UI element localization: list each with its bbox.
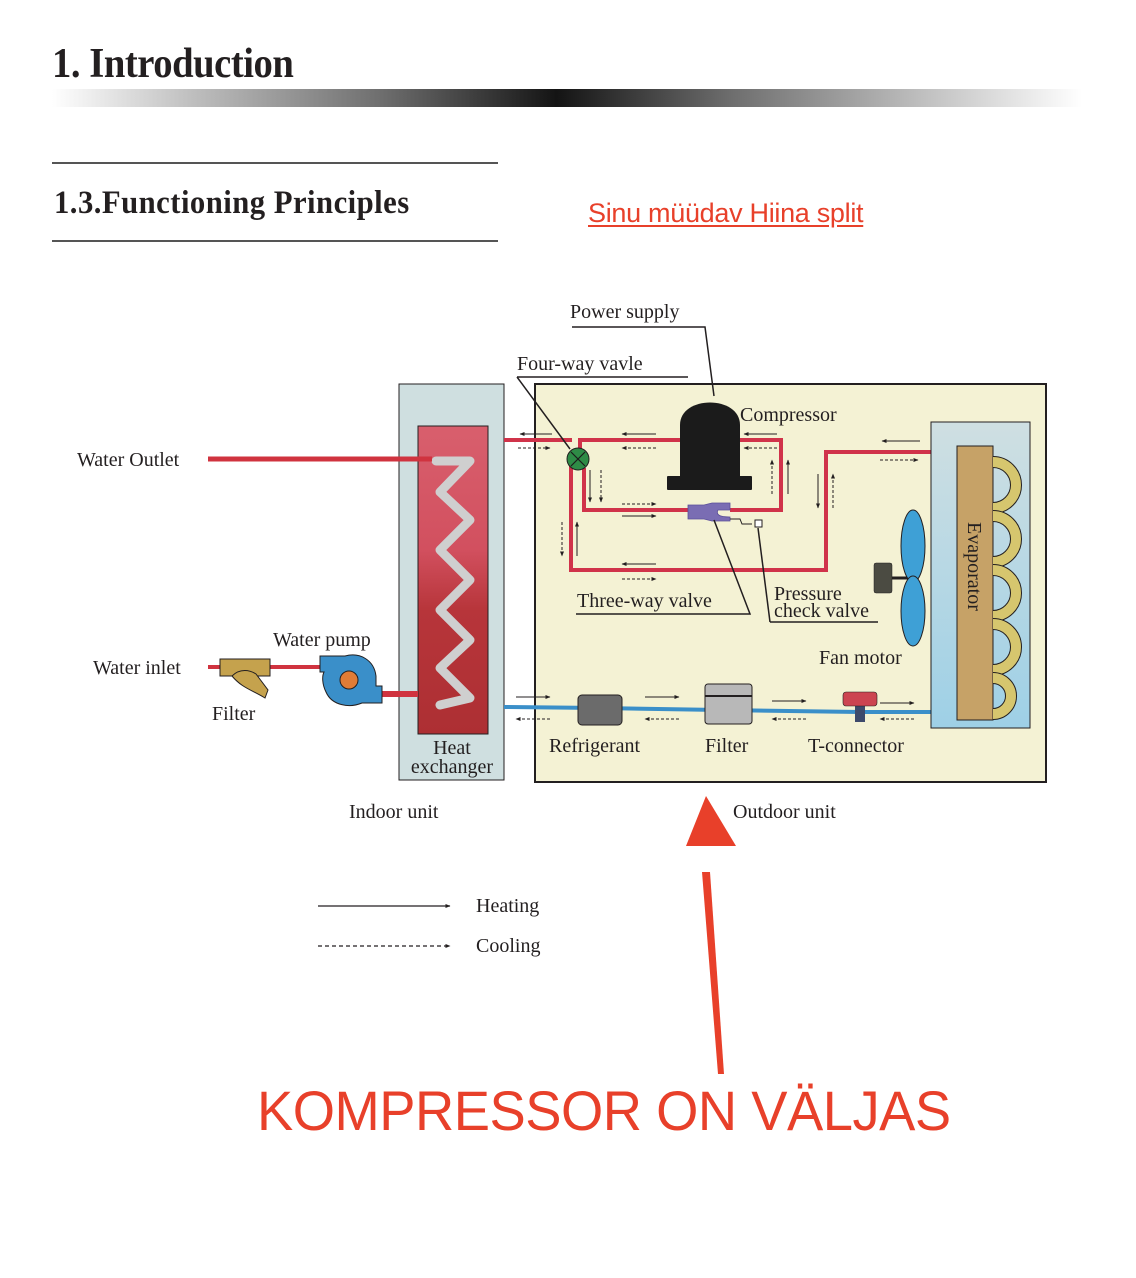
chapter-gradient-bar (52, 89, 1082, 107)
hot-refrigerant-loop (569, 438, 931, 572)
flow-arrows (515, 432, 920, 721)
label-outdoor-unit: Outdoor unit (733, 801, 836, 823)
annotation-link[interactable]: Sinu müüdav Hiina split (588, 198, 864, 228)
label-heat-exchanger-line1: Heat (433, 737, 471, 759)
annotation-callout: KOMPRESSOR ON VÄLJAS (257, 1079, 951, 1142)
annotation-arrow (686, 796, 736, 1074)
legend-heating-label: Heating (476, 895, 539, 917)
legend: Heating Cooling (318, 895, 540, 957)
label-water-filter: Filter (212, 703, 256, 725)
chapter-title: 1. Introduction (52, 41, 294, 87)
label-four-way-valve: Four-way vavle (517, 353, 643, 375)
label-refrigerant: Refrigerant (549, 735, 641, 757)
label-refrigerant-filter: Filter (705, 735, 749, 757)
legend-cooling-label: Cooling (476, 935, 540, 957)
label-heat-exchanger-line2: exchanger (411, 756, 494, 778)
label-power-supply: Power supply (570, 301, 679, 323)
label-indoor-unit: Indoor unit (349, 801, 439, 823)
refrigerant-filter-icon (704, 683, 753, 725)
section-title: 1.3.Functioning Principles (54, 185, 410, 221)
label-fan-motor: Fan motor (819, 647, 902, 669)
label-pressure-check-line2: check valve (774, 600, 869, 622)
water-filter-icon (219, 658, 271, 699)
label-t-connector: T-connector (808, 735, 904, 757)
t-connector-icon (842, 691, 878, 722)
compressor-icon (667, 402, 752, 490)
leader-lines (516, 326, 878, 623)
label-three-way-valve: Three-way valve (577, 590, 712, 612)
three-way-valve-icon (687, 502, 763, 528)
fan-motor-icon (873, 509, 926, 647)
section-rule-bottom (52, 240, 498, 242)
heat-exchanger-coil (431, 456, 475, 710)
label-water-pump: Water pump (273, 629, 371, 651)
four-way-valve-icon (566, 447, 590, 471)
label-evaporator: Evaporator (963, 522, 985, 611)
evaporator-icon (930, 421, 1031, 729)
section-rule-top (52, 162, 498, 164)
label-water-inlet: Water inlet (93, 657, 181, 679)
water-pump-icon (319, 654, 383, 706)
refrigerant-tank-icon (577, 694, 623, 726)
label-water-outlet: Water Outlet (77, 449, 180, 471)
label-compressor: Compressor (740, 404, 837, 426)
label-pressure-check-line1: Pressure (774, 583, 842, 605)
